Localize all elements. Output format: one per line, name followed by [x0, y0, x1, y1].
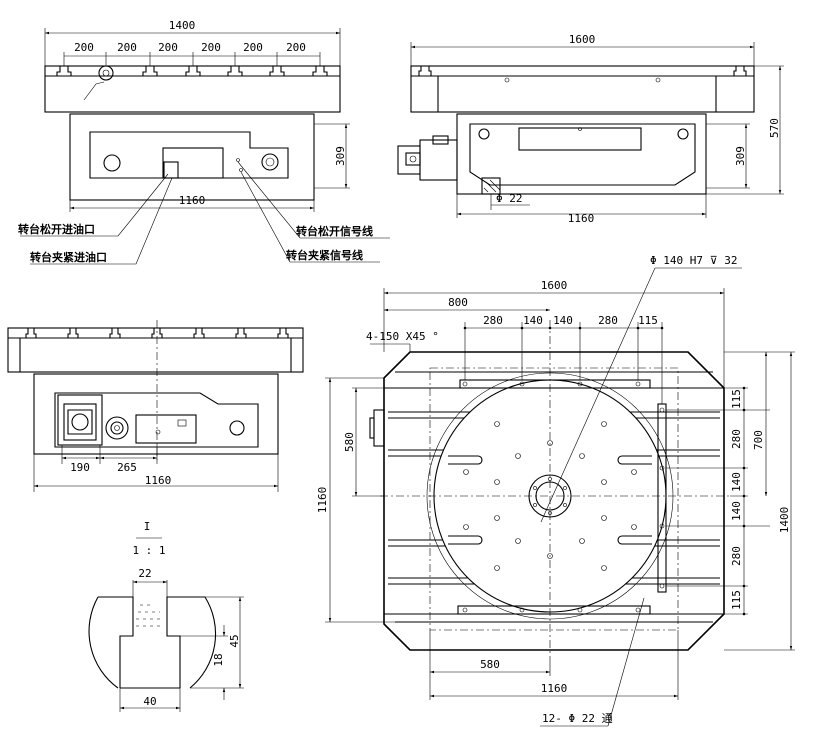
- table-plate-front: [410, 65, 755, 113]
- base-body: [69, 113, 315, 201]
- dim-40: 40: [143, 695, 156, 708]
- dim-200-3: 200: [158, 41, 178, 54]
- dim-top-115: 115: [638, 314, 658, 327]
- holes-callout: 12- Φ 22 通: [542, 712, 613, 725]
- top-right-front-view: 1600 Φ 22 1160 309 570: [397, 33, 784, 225]
- dim-1400: 1400: [778, 507, 791, 534]
- t-slots-row: [56, 66, 328, 76]
- dim-right-140-a: 140: [730, 472, 743, 492]
- chamfer-callout: 4-150 X45 °: [366, 330, 439, 343]
- section-detail-view: I 1 : 1 22 45 18 40: [88, 520, 244, 712]
- dim-45: 45: [228, 634, 241, 647]
- dim-top-140-a: 140: [523, 314, 543, 327]
- lifting-eye-icon: [98, 65, 114, 81]
- dim-right-140-b: 140: [730, 501, 743, 521]
- dim-200-6: 200: [286, 41, 306, 54]
- dim-200-1: 200: [74, 41, 94, 54]
- top-left-side-view: 1400 200 200 200 200 200 200 309 1160 转台…: [18, 19, 390, 265]
- dim-700: 700: [752, 430, 765, 450]
- dim-309-left: 309: [334, 146, 347, 166]
- dim-right-280-b: 280: [730, 546, 743, 566]
- dim-570: 570: [768, 118, 781, 138]
- dim-1160-top-right: 1160: [568, 212, 595, 225]
- dim-1160-bottom: 1160: [541, 682, 568, 695]
- dim-top-280-b: 280: [598, 314, 618, 327]
- dim-18: 18: [212, 653, 225, 666]
- dim-1600-plan: 1600: [541, 279, 568, 292]
- table-outline: [383, 351, 725, 651]
- leader-release-signal: [237, 161, 390, 239]
- dim-190: 190: [70, 461, 90, 474]
- bolt-holes: [463, 421, 637, 571]
- dim-580-bottom: 580: [480, 658, 500, 671]
- dim-right-115-a: 115: [730, 389, 743, 409]
- table-plate-outline: [44, 65, 341, 113]
- leader-release-oil: [20, 173, 169, 237]
- dim-200-5: 200: [243, 41, 263, 54]
- dim-1160-mid-left: 1160: [145, 474, 172, 487]
- dim-1600-top: 1600: [569, 33, 596, 46]
- dim-22-slot: 22: [138, 567, 151, 580]
- dim-phi-22-hole: Φ 22: [496, 192, 523, 205]
- leader-clamp-signal: [240, 171, 380, 263]
- leader-clamp-oil: [30, 177, 173, 265]
- dim-265: 265: [117, 461, 137, 474]
- dim-200-4: 200: [201, 41, 221, 54]
- section-scale: 1 : 1: [132, 544, 165, 557]
- dim-580-left: 580: [343, 432, 356, 452]
- dim-800: 800: [448, 296, 468, 309]
- label-clamp-oil-inlet: 转台夹紧进油口: [30, 250, 107, 264]
- dim-right-280-a: 280: [730, 429, 743, 449]
- label-release-signal-line: 转台松开信号线: [296, 224, 373, 238]
- dim-top-280-a: 280: [483, 314, 503, 327]
- base-front: [456, 113, 707, 195]
- section-label: I: [144, 520, 151, 533]
- dim-right-115-b: 115: [730, 590, 743, 610]
- label-release-oil-inlet: 转台松开进油口: [18, 222, 95, 236]
- dim-top-140-b: 140: [553, 314, 573, 327]
- plan-view: 1600 800 4-150 X45 ° 280 140 140 280 115…: [316, 254, 795, 727]
- dim-1400: 1400: [169, 19, 196, 32]
- dim-1160-top-left: 1160: [179, 194, 206, 207]
- dim-200-2: 200: [117, 41, 137, 54]
- center-bore-callout: Φ 140 H7 ⊽ 32: [650, 254, 738, 267]
- dim-1160-left: 1160: [316, 487, 329, 514]
- mid-left-view: 190 265 1160: [7, 320, 304, 492]
- table-plate-side: [7, 327, 304, 373]
- label-clamp-signal-line: 转台夹紧信号线: [286, 248, 363, 262]
- dim-309-right: 309: [734, 146, 747, 166]
